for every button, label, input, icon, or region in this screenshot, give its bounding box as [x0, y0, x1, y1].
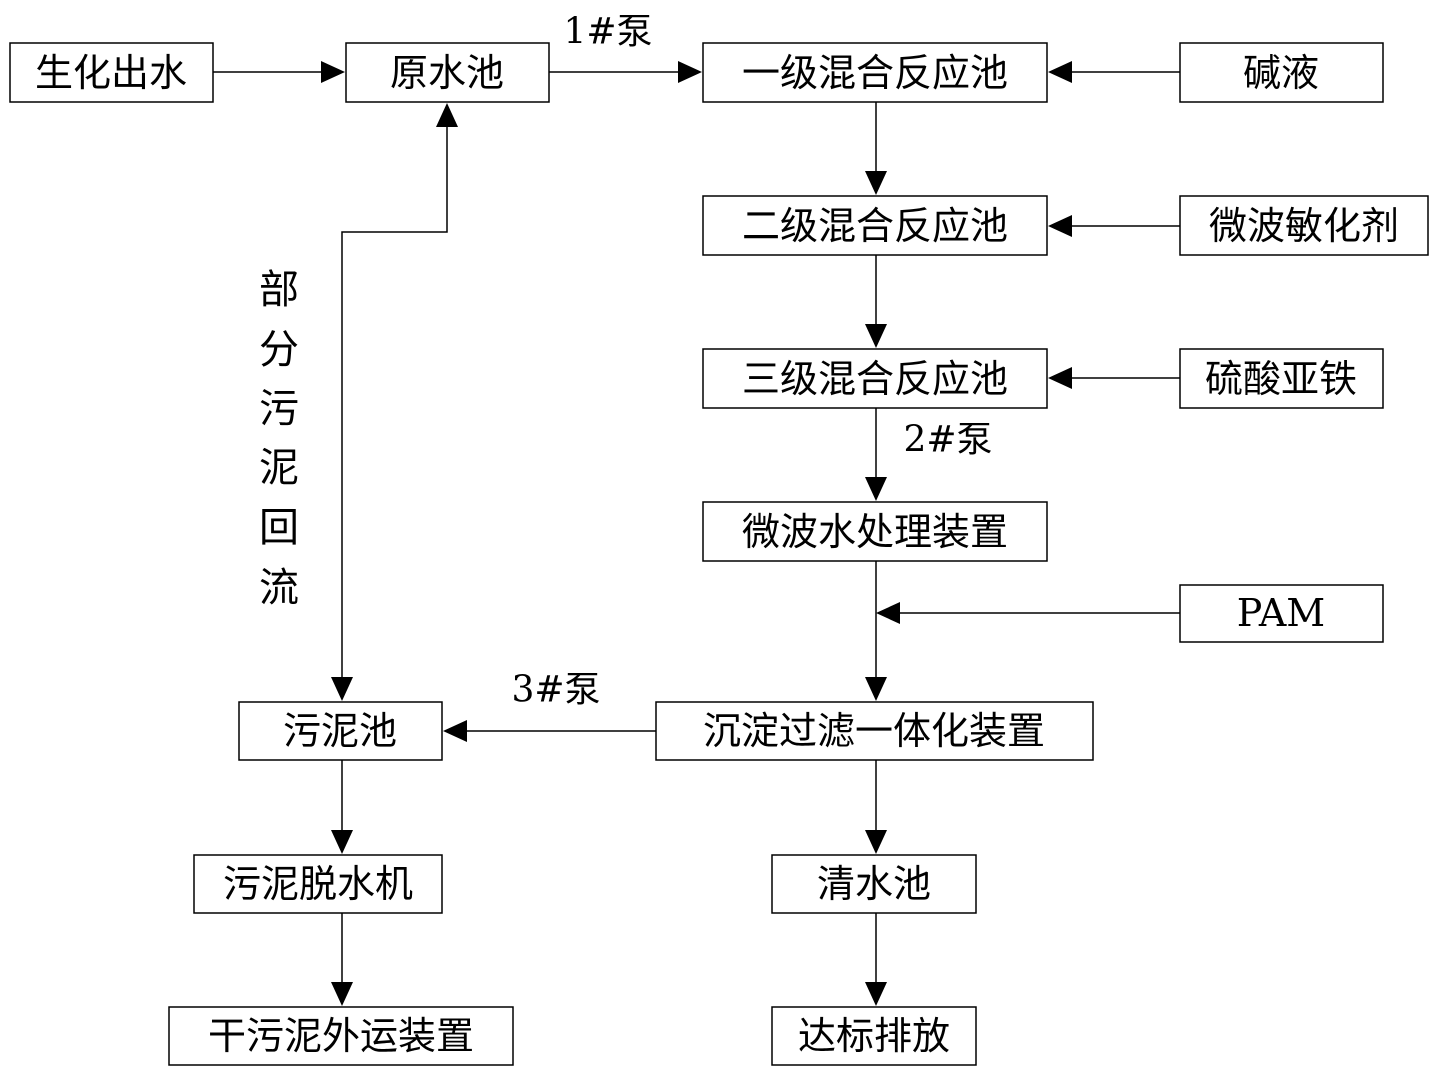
arrowhead	[678, 61, 702, 83]
node-sedimentation-filter: 沉淀过滤一体化装置	[655, 701, 1094, 761]
sludge-return-label: 部 分 污 泥 回 流	[259, 267, 299, 611]
node-label: 微波敏化剂	[1209, 204, 1399, 248]
edge-sludge-return	[341, 126, 448, 678]
node-label: 污泥脱水机	[223, 862, 413, 906]
sludge-return-char: 污	[259, 386, 299, 432]
sludge-return-char: 泥	[259, 445, 299, 491]
arrowhead	[321, 61, 345, 83]
node-discharge: 达标排放	[771, 1006, 977, 1066]
node-pam: PAM	[1179, 584, 1384, 643]
node-clear-water-tank: 清水池	[771, 854, 977, 914]
node-label: 三级混合反应池	[742, 357, 1008, 401]
node-mix-reactor-2: 二级混合反应池	[702, 195, 1048, 256]
node-microwave-sensitizer: 微波敏化剂	[1179, 195, 1429, 256]
node-alkali: 碱液	[1179, 42, 1384, 103]
pump-3-label: 3#泵	[511, 670, 600, 711]
node-label: 二级混合反应池	[742, 204, 1008, 248]
arrowhead	[436, 103, 458, 127]
arrowhead	[865, 677, 887, 701]
node-label: 达标排放	[798, 1014, 950, 1058]
node-ferrous-sulfate: 硫酸亚铁	[1179, 348, 1384, 409]
node-mix-reactor-1: 一级混合反应池	[702, 42, 1048, 103]
node-raw-water-tank: 原水池	[345, 42, 550, 103]
node-label: 碱液	[1243, 51, 1319, 95]
arrowhead	[865, 830, 887, 854]
node-label: PAM	[1237, 591, 1325, 635]
node-sludge-tank: 污泥池	[238, 701, 443, 761]
node-label: 清水池	[817, 862, 931, 906]
connectors	[213, 61, 1180, 1006]
arrowhead	[865, 477, 887, 501]
arrowhead	[331, 982, 353, 1006]
node-dry-sludge-transport: 干污泥外运装置	[168, 1006, 514, 1066]
node-label: 微波水处理装置	[742, 510, 1008, 554]
arrowhead	[331, 830, 353, 854]
sludge-return-char: 分	[259, 327, 299, 373]
arrowhead	[1048, 367, 1072, 389]
sludge-return-char: 部	[259, 267, 299, 313]
arrowhead	[1048, 61, 1072, 83]
node-microwave-device: 微波水处理装置	[702, 501, 1048, 562]
arrowhead	[865, 171, 887, 195]
node-label: 生化出水	[35, 51, 187, 95]
node-label: 干污泥外运装置	[208, 1014, 474, 1058]
node-label: 硫酸亚铁	[1205, 357, 1357, 401]
arrowhead	[1048, 215, 1072, 237]
node-biochem-effluent: 生化出水	[9, 42, 214, 103]
node-sludge-dewater: 污泥脱水机	[193, 854, 443, 914]
node-label: 沉淀过滤一体化装置	[703, 709, 1045, 753]
node-label: 原水池	[390, 51, 504, 95]
node-mix-reactor-3: 三级混合反应池	[702, 348, 1048, 409]
sludge-return-char: 流	[259, 565, 299, 611]
arrowhead	[876, 602, 900, 624]
sludge-return-char: 回	[259, 505, 299, 551]
arrowhead	[865, 982, 887, 1006]
node-label: 一级混合反应池	[742, 51, 1008, 95]
arrowhead	[331, 677, 353, 701]
pump-1-label: 1#泵	[563, 12, 652, 53]
pump-2-label: 2#泵	[903, 420, 992, 461]
node-label: 污泥池	[283, 709, 397, 753]
arrowhead	[865, 324, 887, 348]
arrowhead	[443, 720, 467, 742]
